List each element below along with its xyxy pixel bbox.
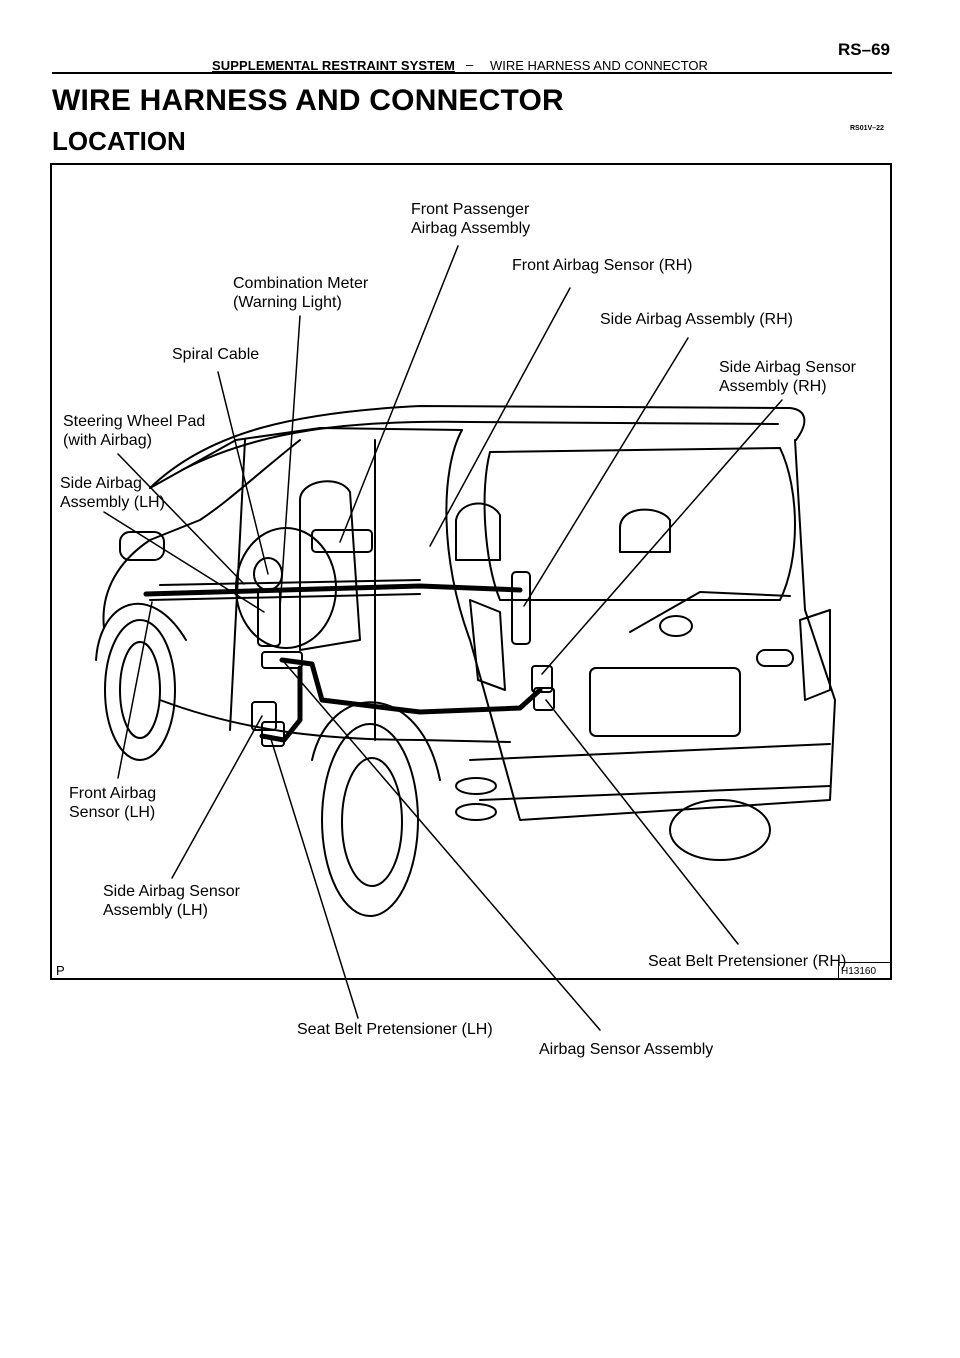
label-line: Side Airbag Sensor [719,359,856,376]
body-side-outline [102,439,301,629]
leader-seat-belt-pretensioner-lh [269,735,359,1019]
leader-seat-belt-pretensioner-rh [545,699,739,945]
section-subtitle: LOCATION [52,126,186,156]
label-line: Seat Belt Pretensioner (RH) [648,953,847,970]
leader-side-airbag-assembly-rh [523,337,689,607]
side-sensor-rh-module [531,665,553,693]
door-handle-upper [455,777,497,795]
rear-bumper [469,743,831,801]
label-line: Airbag Sensor Assembly [539,1041,714,1058]
rear-lamp-left [469,599,506,691]
wire-harness-main [143,583,523,597]
document-code: RS01V–22 [850,125,884,132]
front-wheel-arch [95,602,187,661]
label-line: (Warning Light) [233,294,342,311]
roof-outline [149,405,806,489]
label-line: Seat Belt Pretensioner (LH) [297,1021,493,1038]
leader-steering-wheel-pad [117,453,245,585]
label-line: Front Airbag Sensor (RH) [512,257,693,274]
passenger-airbag-module [311,529,373,553]
label-line: Side Airbag Assembly (RH) [600,311,793,328]
page-number: RS–69 [838,40,890,59]
label-line: (with Airbag) [63,432,152,449]
pretensioner-lh-module [261,721,285,747]
label-line: Spiral Cable [172,346,260,363]
label-line: Side Airbag [60,475,142,492]
label-spiral-cable: Spiral Cable [172,345,259,364]
page-title: WIRE HARNESS AND CONNECTOR [52,84,564,117]
front-wheel-rim [119,641,161,739]
label-line: Side Airbag Sensor [103,883,240,900]
label-side-airbag-sensor-lh: Side Airbag Sensor Assembly (LH) [103,882,240,920]
label-line: Steering Wheel Pad [63,413,206,430]
airbag-sensor-assembly-module [261,651,303,669]
header-subsection-title: WIRE HARNESS AND CONNECTOR [490,58,708,73]
side-marker [756,649,794,667]
rear-wiper [629,591,791,633]
rear-window [483,447,796,601]
label-seat-belt-pretensioner-lh: Seat Belt Pretensioner (LH) [297,1020,493,1039]
leader-combination-meter [279,315,301,609]
label-line: Sensor (LH) [69,804,156,821]
label-side-airbag-assembly-rh: Side Airbag Assembly (RH) [600,310,793,329]
figure-id-box [838,962,892,980]
license-plate [589,667,741,737]
label-side-airbag-sensor-rh: Side Airbag Sensor Assembly (RH) [719,358,856,396]
rear-headrest-left [455,502,501,561]
emblem [659,615,693,637]
label-line: Front Airbag [69,785,157,802]
side-airbag-rh-module [511,571,531,645]
wire-harness-lh [259,665,303,743]
side-sensor-lh-module [251,701,277,731]
label-seat-belt-pretensioner-rh: Seat Belt Pretensioner (RH) [648,952,846,971]
wire-harness-floor [279,657,543,715]
leader-front-passenger-airbag [339,245,459,543]
label-front-airbag-sensor-lh: Front Airbag Sensor (LH) [69,784,156,822]
label-line: Assembly (LH) [60,494,165,511]
rear-wheel [321,723,419,917]
label-line: Assembly (RH) [719,378,827,395]
figure-frame [50,163,892,980]
windshield-frame [149,427,463,489]
leader-side-airbag-sensor-lh [171,715,263,879]
label-line: Airbag Assembly [411,220,531,237]
rear-lamp-right [799,609,831,701]
leader-side-airbag-assembly-lh [103,511,265,613]
pretensioner-rh-module [533,687,555,711]
rear-headrest-right [619,508,671,553]
label-side-airbag-assembly-lh: Side Airbag Assembly (LH) [60,474,165,512]
side-mirror [119,531,165,561]
rear-wheel-rim [341,757,403,887]
front-seat [299,480,361,651]
header-dash: – [466,57,474,72]
figure-id: H13160 [841,966,877,977]
label-line: Front Passenger [411,201,530,218]
leader-front-airbag-sensor-lh [117,601,153,779]
label-front-airbag-sensor-rh: Front Airbag Sensor (RH) [512,256,693,275]
door-handle-lower [455,803,497,821]
leader-front-airbag-sensor-rh [429,287,571,547]
label-line: Combination Meter [233,275,369,292]
front-wheel [104,619,176,761]
figure-corner-label: P [56,963,65,978]
label-steering-wheel-pad: Steering Wheel Pad (with Airbag) [63,412,205,450]
label-line: Assembly (LH) [103,902,208,919]
right-rear-wheel [669,799,771,861]
leader-spiral-cable [217,371,269,575]
dashboard [149,579,421,601]
label-airbag-sensor-assembly: Airbag Sensor Assembly [539,1040,713,1059]
header-rule [52,72,892,74]
leader-side-airbag-sensor-rh [541,399,783,675]
rear-hatch-outline [445,429,836,821]
header-section-title: SUPPLEMENTAL RESTRAINT SYSTEM [212,58,455,73]
label-front-passenger-airbag: Front Passenger Airbag Assembly [411,200,530,238]
leader-airbag-sensor-assembly [283,661,601,1031]
label-combination-meter: Combination Meter (Warning Light) [233,274,368,312]
c-pillar [229,439,246,731]
